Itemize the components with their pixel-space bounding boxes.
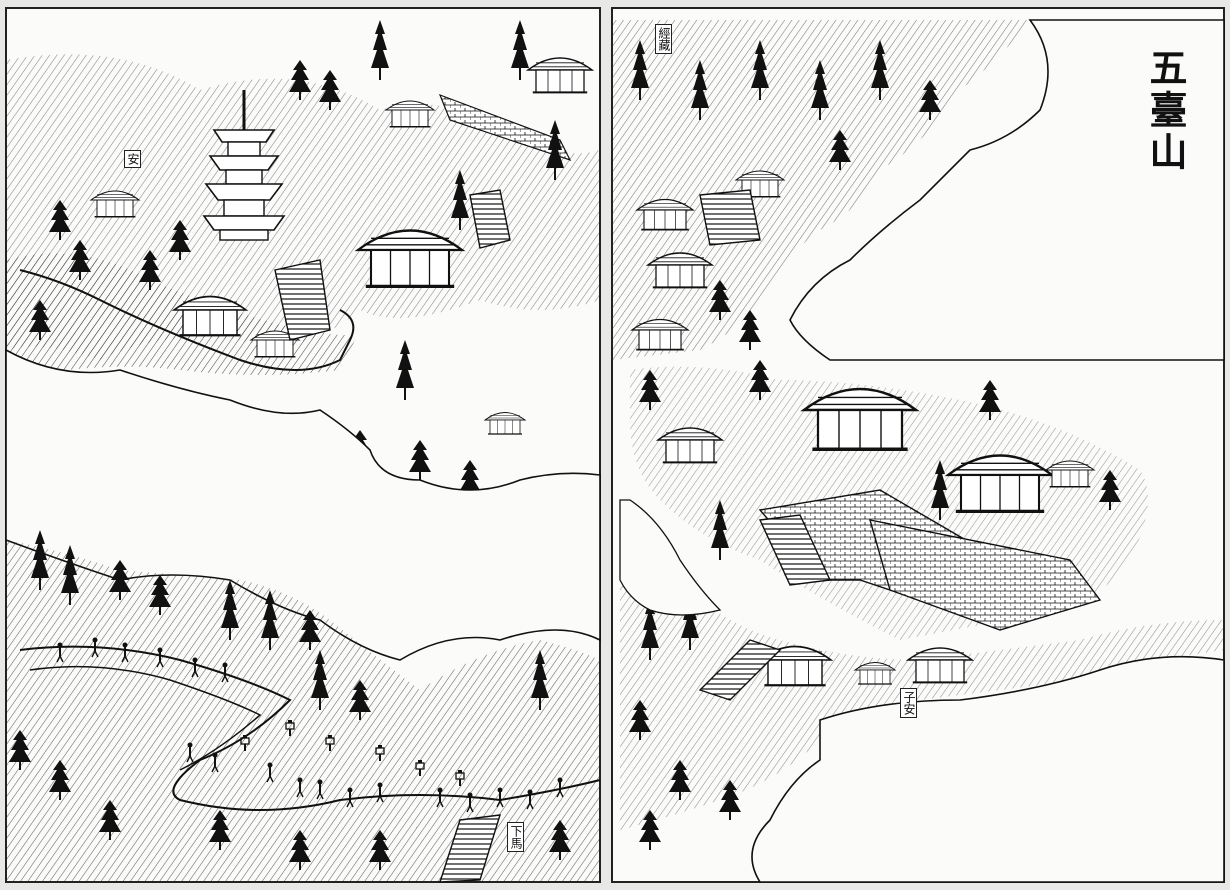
right-lower-scene bbox=[620, 520, 1224, 851]
cartouche-lower-right: 子安 bbox=[900, 688, 917, 718]
left-lower-scene bbox=[6, 529, 601, 883]
right-upper-scene bbox=[612, 20, 1030, 360]
pagoda-icon bbox=[202, 90, 286, 241]
cartouche-bottom: 下馬 bbox=[507, 822, 524, 852]
temple-hall-icon bbox=[356, 228, 464, 289]
right-middle-scene bbox=[630, 359, 1148, 640]
stone-steps-icon bbox=[274, 259, 331, 341]
cartouche-upper-right: 經藏 bbox=[655, 24, 672, 54]
cartouche-upper-left: 安 bbox=[124, 150, 141, 168]
left-upper-scene bbox=[6, 19, 600, 511]
print-title: 五臺山 bbox=[1143, 48, 1188, 174]
